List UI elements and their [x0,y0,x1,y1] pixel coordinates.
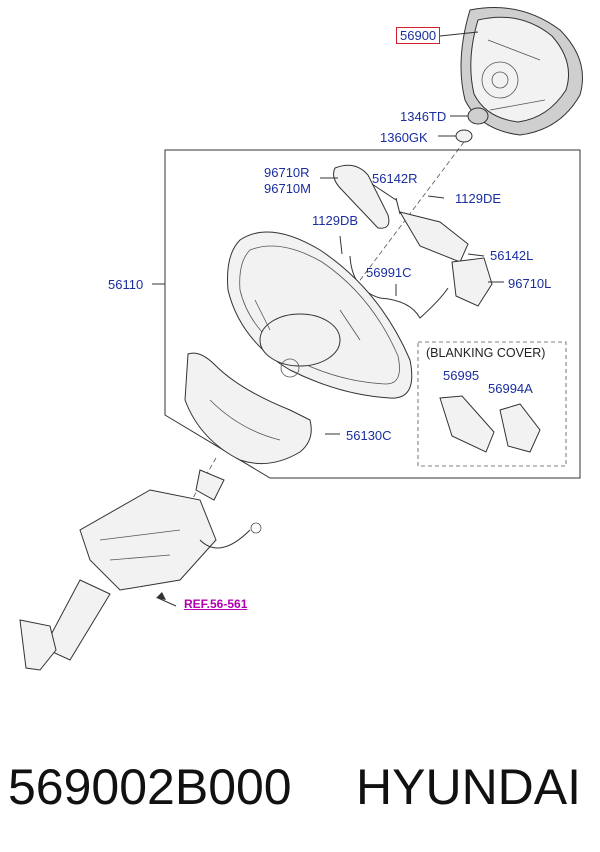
lower-cover-56130c-drawing [184,352,312,465]
label-96710r[interactable]: 96710R [264,165,310,180]
label-56994a[interactable]: 56994A [488,381,533,396]
assembly-box [164,149,581,479]
diagram-drawing [19,7,583,671]
brand-name: HYUNDAI [356,759,582,815]
ref-link[interactable]: REF.56-561 [184,597,248,611]
switch-bracket-drawing [398,211,469,263]
nut-1346td-drawing [467,107,489,125]
airbag-module-drawing [460,7,583,136]
parts-diagram: 56900 1346TD 1360GK 96710R 96710M 56142R… [19,7,583,671]
label-1129de[interactable]: 1129DE [455,191,502,206]
switch-96710r-drawing [333,164,390,229]
label-1360gk[interactable]: 1360GK [380,130,428,145]
part-number: 569002B000 [8,759,292,815]
label-56142l[interactable]: 56142L [490,248,534,263]
label-1129db[interactable]: 1129DB [312,213,359,228]
label-56130c[interactable]: 56130C [346,428,392,443]
label-56995[interactable]: 56995 [443,368,480,383]
blanking-cover-box [417,341,567,467]
steering-wheel-drawing [227,231,413,399]
blank-56995-drawing [439,395,495,453]
label-96710m[interactable]: 96710M [264,181,311,196]
washer-1360gk-drawing [455,129,473,143]
label-56110[interactable]: 56110 [108,277,144,292]
blank-56994a-drawing [499,403,541,453]
switch-96710l-drawing [451,257,493,307]
label-96710l[interactable]: 96710L [508,276,552,291]
steering-column-drawing [19,457,262,671]
footer: 569002B000 HYUNDAI [0,740,600,852]
label-1346td[interactable]: 1346TD [400,109,447,124]
label-blanking-cover: (BLANKING COVER) [426,346,546,360]
label-56991c[interactable]: 56991C [366,265,412,280]
label-56900[interactable]: 56900 [396,27,441,44]
label-56142r[interactable]: 56142R [372,171,418,186]
